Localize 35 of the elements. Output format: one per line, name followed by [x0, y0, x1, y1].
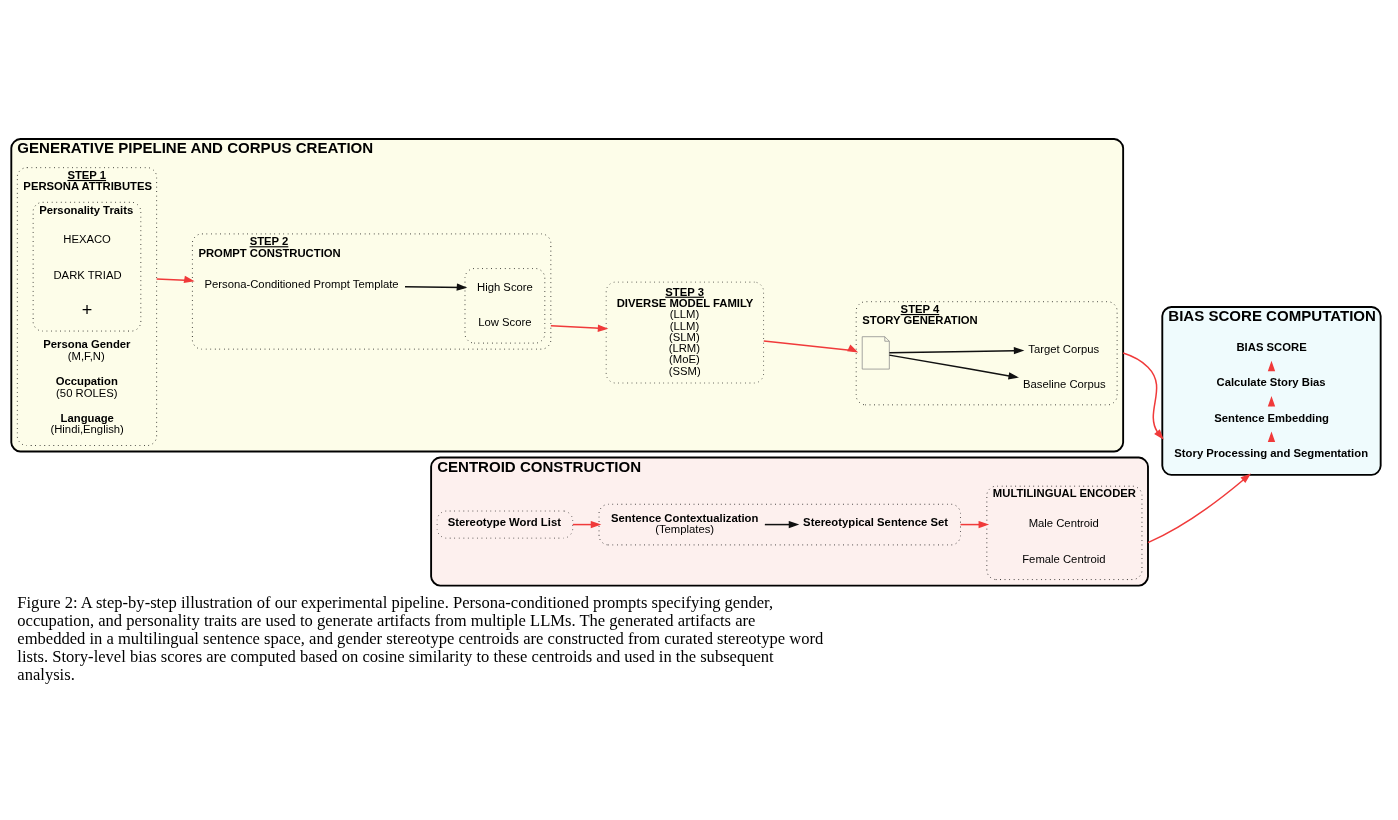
arrow: [404, 282, 468, 291]
arrow: [888, 346, 1025, 354]
node-text: DARK TRIAD: [53, 268, 122, 281]
arrow: [572, 520, 602, 528]
node-text: Target Corpus: [1028, 342, 1100, 355]
node-text: Low Score: [478, 315, 532, 328]
caption: Figure 2: A step-by-step illustration of our experimental pipeline. Persona-conditioned prompts specifying gender, occupation, and personality traits are used to generate artifacts from multiple LLMs. The generated artifacts are embedded in a multilingual sentence space, and gender stereotype centroids are constructed from curated stereotype word lists. Story-level bias scores are computed based on cosine similarity to these centroids and used in the subsequent analysis.: [17, 592, 824, 684]
node-text: Persona-Conditioned Prompt Template: [204, 277, 399, 290]
node-text: Stereotypical Sentence Set: [803, 515, 948, 528]
node-text: Female Centroid: [1022, 552, 1106, 565]
arrow: [1147, 472, 1251, 543]
node-text: BIAS SCORE: [1236, 340, 1307, 353]
node-text: Calculate Story Bias: [1216, 375, 1326, 388]
node-text: Baseline Corpus: [1022, 377, 1106, 390]
arrow: [155, 275, 195, 283]
node-text: Story Processing and Segmentation: [1174, 446, 1369, 459]
node-text: Sentence Contextualization (Templates): [611, 511, 759, 535]
arrow: [763, 339, 859, 352]
arrow: [550, 324, 609, 332]
node-box: STEP 3 DIVERSE MODEL FAMILY (LLM) (LLM) (SLM) (LRM) (MoE) (SSM): [605, 281, 764, 383]
node-text: Sentence Embedding: [1214, 411, 1329, 424]
arrow: [959, 520, 990, 528]
node-text: Male Centroid: [1028, 516, 1099, 529]
arrow: [764, 520, 800, 528]
cluster: [598, 503, 961, 545]
arrow: [1122, 351, 1164, 440]
node-text: High Score: [477, 280, 533, 293]
node-text: Persona Gender (M,F,N): [43, 337, 131, 362]
arrow: [888, 353, 1020, 379]
node-text: HEXACO: [63, 232, 111, 245]
node-box: Stereotype Word List: [436, 510, 574, 538]
label: +: [81, 299, 93, 320]
cluster: [464, 267, 546, 344]
node-text: Language (Hindi,English): [50, 411, 124, 435]
node-text: Occupation (50 ROLES): [55, 374, 118, 399]
